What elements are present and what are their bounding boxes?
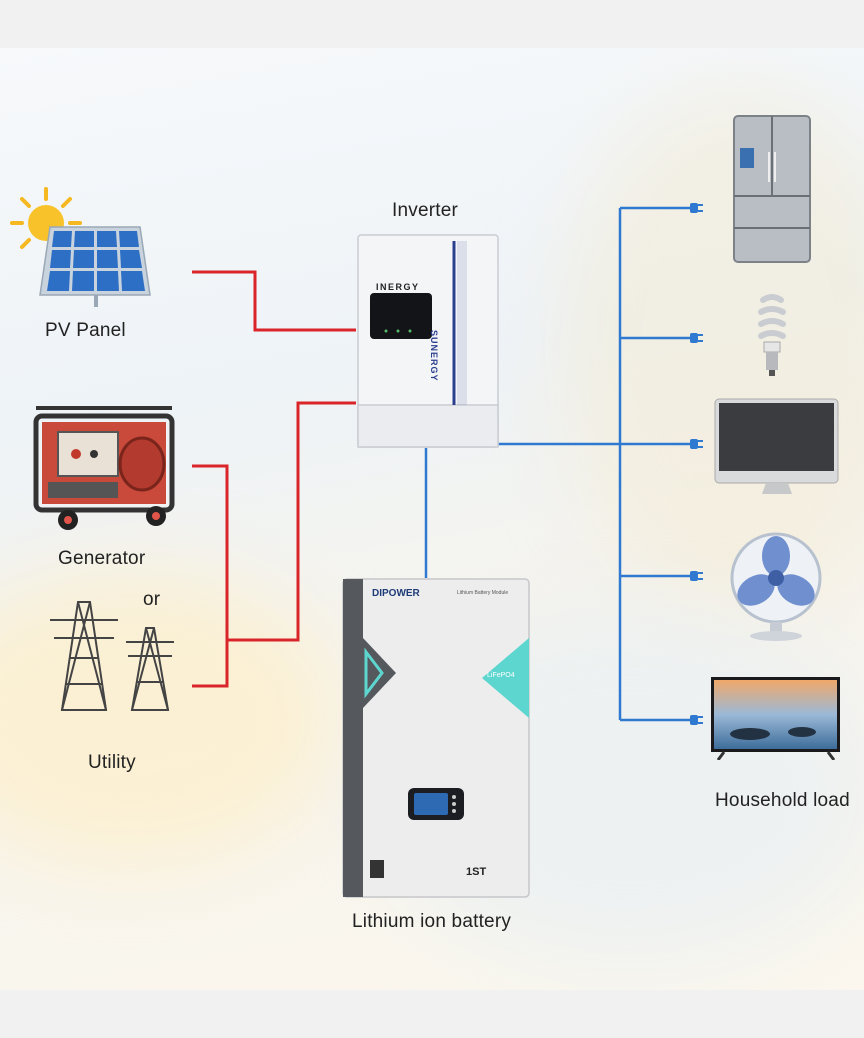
plug-icon xyxy=(690,439,703,449)
pv-panel-label: PV Panel xyxy=(45,320,126,341)
battery-subtitle: Lithium Battery Module xyxy=(457,590,509,596)
battery-icon xyxy=(342,578,530,898)
generator-label: Generator xyxy=(58,548,146,569)
inverter-label: Inverter xyxy=(392,200,459,221)
pv-to-inverter-line xyxy=(192,270,356,332)
plug-icon xyxy=(690,571,703,581)
plug-icon xyxy=(690,203,703,213)
utility-line xyxy=(192,640,229,688)
pv-panel-icon xyxy=(10,187,151,307)
household-load-label: Household load xyxy=(715,790,850,811)
utility-label: Utility xyxy=(88,752,136,773)
battery-model: 1ST xyxy=(466,866,487,878)
inverter-side-text: SUNERGY xyxy=(429,330,439,382)
inverter-brand: INERGY xyxy=(376,282,420,292)
plug-icon xyxy=(690,715,703,725)
generator-line xyxy=(192,464,229,640)
generator-icon xyxy=(33,406,175,530)
or-label: or xyxy=(143,589,161,610)
ac-to-inverter-line xyxy=(227,401,356,642)
fan-icon xyxy=(730,532,822,641)
red-input-lines xyxy=(192,270,356,688)
battery-brand: DIPOWER xyxy=(372,588,420,599)
plug-icon xyxy=(690,333,703,343)
utility-tower-icon xyxy=(50,601,174,711)
monitor-icon xyxy=(714,398,839,494)
battery-badge: LiFePO4 xyxy=(487,672,515,679)
battery-label: Lithium ion battery xyxy=(352,911,512,932)
plug-icons xyxy=(690,203,703,725)
light-bulb-icon xyxy=(758,294,786,376)
refrigerator-icon xyxy=(733,115,811,263)
tv-icon xyxy=(711,677,840,760)
inverter-icon xyxy=(357,234,499,448)
blue-output-lines xyxy=(424,206,690,722)
